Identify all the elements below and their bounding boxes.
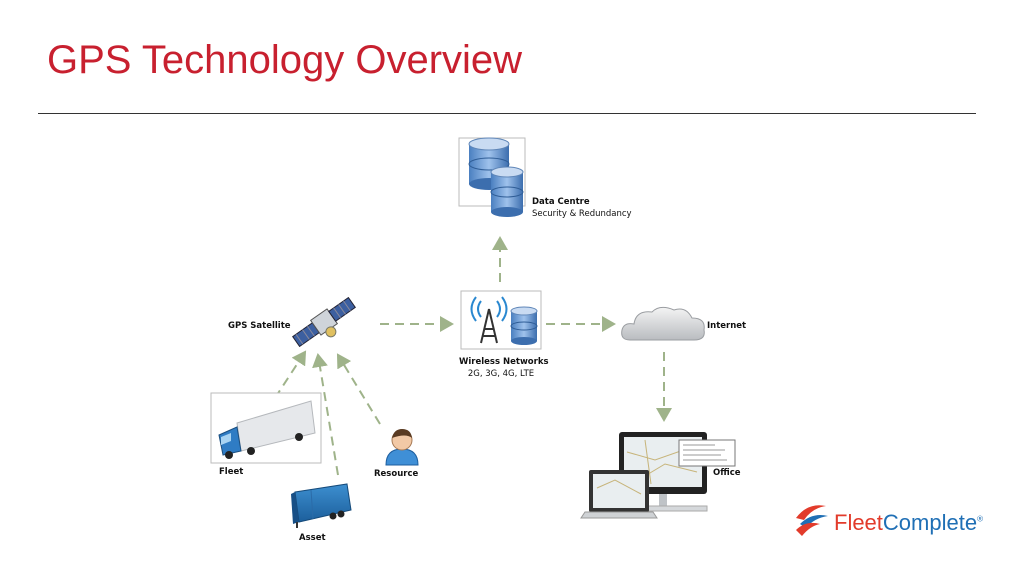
arrow-resource-to-satellite <box>336 353 381 425</box>
resource-label: Resource <box>374 469 419 479</box>
cloud-icon <box>621 306 705 341</box>
office-label: Office <box>713 468 741 478</box>
arrow-fleet-to-satellite <box>274 350 307 399</box>
wireless-label: Wireless Networks 2G, 3G, 4G, LTE <box>459 356 549 380</box>
connectors <box>274 236 672 476</box>
computer-icon <box>580 432 736 519</box>
truck-icon <box>210 392 322 464</box>
logo-wordmark: FleetComplete® <box>834 510 983 536</box>
logo-registered-mark: ® <box>977 514 983 524</box>
datacentre-subtitle: Security & Redundancy <box>532 209 632 219</box>
datacentre-title: Data Centre <box>532 197 590 207</box>
logo-word-fleet: Fleet <box>834 510 883 535</box>
title-divider <box>38 113 976 114</box>
logo-word-complete: Complete <box>882 510 978 535</box>
slide-title: GPS Technology Overview <box>47 38 523 82</box>
satellite-icon <box>292 296 356 348</box>
gps-satellite-label: GPS Satellite <box>228 321 291 331</box>
trailer-icon <box>291 483 352 528</box>
logo-mark-icon <box>796 505 828 536</box>
database-icon <box>458 137 526 217</box>
person-icon <box>385 429 419 466</box>
wireless-subtitle: 2G, 3G, 4G, LTE <box>467 369 535 379</box>
arrow-asset-to-satellite <box>312 353 339 476</box>
fleet-label: Fleet <box>219 467 244 477</box>
internet-label: Internet <box>707 321 747 331</box>
fleetcomplete-logo: FleetComplete® <box>792 500 992 540</box>
wireless-title: Wireless Networks <box>459 357 549 367</box>
datacentre-label: Data Centre Security & Redundancy <box>532 196 632 220</box>
asset-label: Asset <box>299 533 326 543</box>
cell-tower-icon <box>460 290 542 350</box>
